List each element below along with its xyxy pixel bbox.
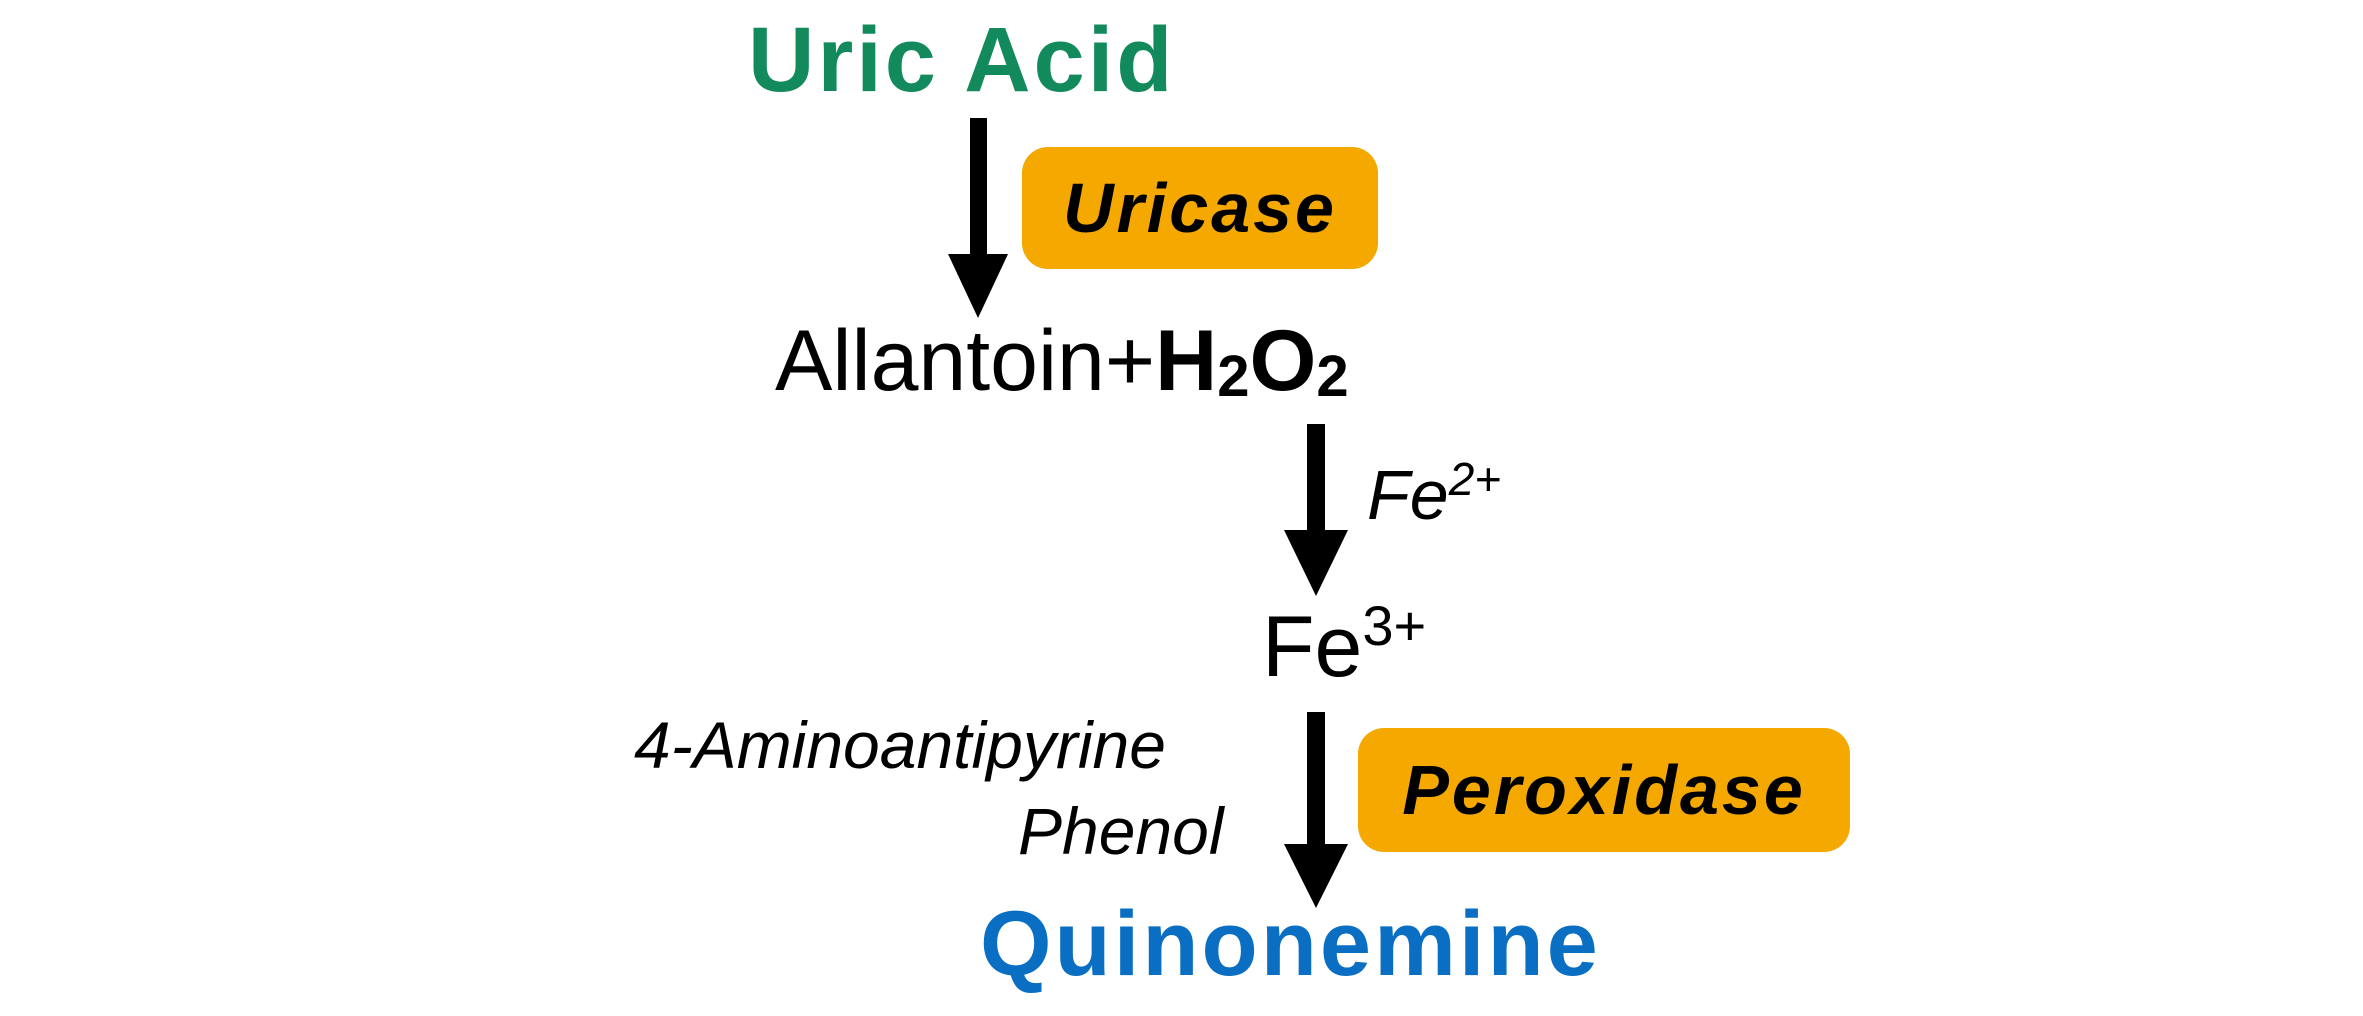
fe2-charge: 2+ <box>1448 453 1502 505</box>
enzyme-peroxidase-box: Peroxidase <box>1358 728 1850 852</box>
cofactor-fe3: Fe3+ <box>1262 598 1426 691</box>
h2o2-o: O <box>1249 313 1317 409</box>
intermediate-allantoin-h2o2: Allantoin+H2O2 <box>775 318 1349 406</box>
arrow-iron-oxidation-step <box>1284 424 1348 596</box>
reagent-4-aminoantipyrine: 4-Aminoantipyrine <box>634 708 1166 782</box>
enzyme-peroxidase-label: Peroxidase <box>1402 751 1806 829</box>
product-quinonemine: Quinonemine <box>980 893 1601 995</box>
fe2-symbol: Fe <box>1367 456 1449 534</box>
fe3-symbol: Fe <box>1262 599 1363 695</box>
h2o2-subscript-2: 2 <box>1316 344 1349 409</box>
reagent-phenol: Phenol <box>1018 794 1224 868</box>
enzyme-uricase-label: Uricase <box>1063 169 1337 247</box>
h2o2-subscript-1: 2 <box>1217 344 1250 409</box>
arrow-peroxidase-step <box>1284 712 1348 908</box>
fe3-charge: 3+ <box>1362 594 1427 657</box>
h2o2-h: H <box>1155 313 1218 409</box>
enzyme-uricase-box: Uricase <box>1022 147 1378 269</box>
h2o2-formula: H2O2 <box>1155 313 1349 409</box>
arrow-uricase-step <box>948 118 1008 318</box>
cofactor-fe2: Fe2+ <box>1367 456 1501 530</box>
allantoin-label: Allantoin+ <box>775 313 1156 409</box>
substrate-uric-acid: Uric Acid <box>748 9 1176 111</box>
